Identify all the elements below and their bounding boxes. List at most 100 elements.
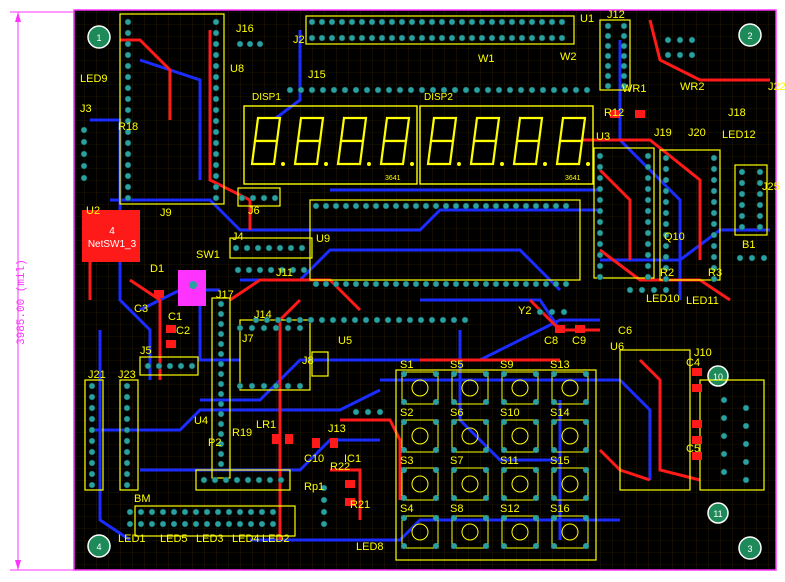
- lbl-j18: J18: [728, 107, 746, 119]
- lbl-sw1: SW1: [196, 249, 220, 261]
- lbl-j5: J5: [140, 345, 152, 357]
- through-hole-pads: [80, 18, 768, 528]
- keypad-button-label: S3: [400, 455, 413, 467]
- lbl-wr2: WR2: [680, 81, 704, 93]
- digit-5: [426, 116, 461, 166]
- lbl-b1: B1: [742, 239, 755, 251]
- lbl-u3: U3: [596, 131, 610, 143]
- lbl-led10: LED10: [646, 293, 680, 305]
- display-right-code: 3641: [565, 175, 581, 182]
- lbl-lr1: LR1: [256, 419, 276, 431]
- lbl-c9: C9: [572, 335, 586, 347]
- lbl-p2: P2: [208, 437, 221, 449]
- keypad-button: S10: [500, 407, 539, 453]
- lbl-j9: J9: [160, 207, 172, 219]
- display-module-left: [243, 105, 418, 185]
- hole-number: 11: [713, 509, 722, 519]
- hole-number: 4: [96, 542, 101, 552]
- hole-number: 2: [747, 31, 752, 41]
- board-outline: [73, 9, 777, 571]
- keypad-button-label: S16: [550, 503, 570, 515]
- lbl-led1: LED1: [118, 533, 146, 545]
- keypad-button-label: S15: [550, 455, 570, 467]
- digit-2: [293, 116, 328, 166]
- lbl-j22: J22: [768, 81, 785, 93]
- lbl-led3: LED3: [196, 533, 224, 545]
- digit-8: [555, 116, 590, 166]
- keypad-button-label: S14: [550, 407, 570, 419]
- keypad-button: S2: [400, 407, 439, 453]
- keypad-button: S5: [450, 359, 489, 405]
- lbl-c4: C4: [686, 357, 700, 369]
- lbl-j16: J16: [236, 23, 254, 35]
- lbl-u8: U8: [230, 63, 244, 75]
- display-right-label: DISP2: [424, 92, 453, 103]
- keypad-button-label: S8: [450, 503, 463, 515]
- lbl-j13: J13: [328, 423, 346, 435]
- lbl-led8: LED8: [356, 541, 384, 553]
- keypad-button: S1: [400, 359, 439, 405]
- lbl-d1: D1: [150, 263, 164, 275]
- keypad-button: S6: [450, 407, 489, 453]
- hole-number: 10: [713, 372, 723, 382]
- lbl-u1: U1: [580, 13, 594, 25]
- display-left-label: DISP1: [252, 92, 281, 103]
- lbl-y2: Y2: [518, 305, 531, 317]
- lbl-c10: C10: [304, 453, 324, 465]
- hole-number: 1: [96, 33, 101, 43]
- lbl-led2: LED2: [262, 533, 290, 545]
- keypad-button: S16: [550, 503, 589, 549]
- lbl-r21: R21: [350, 499, 370, 511]
- hole-number: 3: [747, 544, 752, 554]
- lbl-led5: LED5: [160, 533, 188, 545]
- lbl-r12: R12: [604, 107, 624, 119]
- digit-4: [379, 116, 414, 166]
- lbl-r2: R2: [660, 267, 674, 279]
- lbl-j25: J25: [762, 181, 780, 193]
- keypad-button: S14: [550, 407, 589, 453]
- component-outlines: [84, 13, 768, 561]
- display-left-code: 3641: [385, 175, 401, 182]
- lbl-j7: J7: [242, 333, 254, 345]
- keypad-button-label: S7: [450, 455, 463, 467]
- lbl-j4: J4: [232, 231, 244, 243]
- lbl-u4: U4: [194, 415, 208, 427]
- lbl-c8: C8: [544, 335, 558, 347]
- keypad-button-label: S1: [400, 359, 413, 371]
- keypad-button: S12: [500, 503, 539, 549]
- lbl-rp1: Rp1: [304, 481, 324, 493]
- keypad-button-label: S10: [500, 407, 520, 419]
- lbl-j19: J19: [654, 127, 672, 139]
- net-label-line1: 4: [109, 226, 115, 237]
- keypad-button: S8: [450, 503, 489, 549]
- lbl-j8: J8: [302, 355, 314, 367]
- lbl-r19: R19: [232, 427, 252, 439]
- keypad-button: S4: [400, 503, 439, 549]
- lbl-j2: J2: [293, 34, 305, 46]
- lbl-j17: J17: [216, 289, 234, 301]
- lbl-u5: U5: [338, 335, 352, 347]
- keypad-button-label: S9: [500, 359, 513, 371]
- keypad-button: S13: [550, 359, 589, 405]
- keypad-button-label: S4: [400, 503, 413, 515]
- lbl-j21: J21: [88, 369, 106, 381]
- mounting-holes: [87, 23, 762, 560]
- lbl-j15: J15: [308, 69, 326, 81]
- lbl-r18: R18: [118, 121, 138, 133]
- lbl-w2: W2: [560, 51, 577, 63]
- display-module-right: [419, 105, 594, 185]
- lbl-led11: LED11: [686, 295, 719, 307]
- lbl-c2: C2: [176, 325, 190, 337]
- lbl-ic1: IC1: [344, 453, 361, 465]
- lbl-j6: J6: [248, 205, 260, 217]
- lbl-led12: LED12: [722, 129, 756, 141]
- keypad-button-label: S13: [550, 359, 570, 371]
- lbl-j3: J3: [80, 103, 92, 115]
- digit-3: [336, 116, 371, 166]
- keypad-button: S11: [500, 455, 539, 501]
- digit-6: [469, 116, 504, 166]
- keypad-button: S9: [500, 359, 539, 405]
- keypad-button-label: S5: [450, 359, 463, 371]
- lbl-wr1: WR1: [622, 83, 646, 95]
